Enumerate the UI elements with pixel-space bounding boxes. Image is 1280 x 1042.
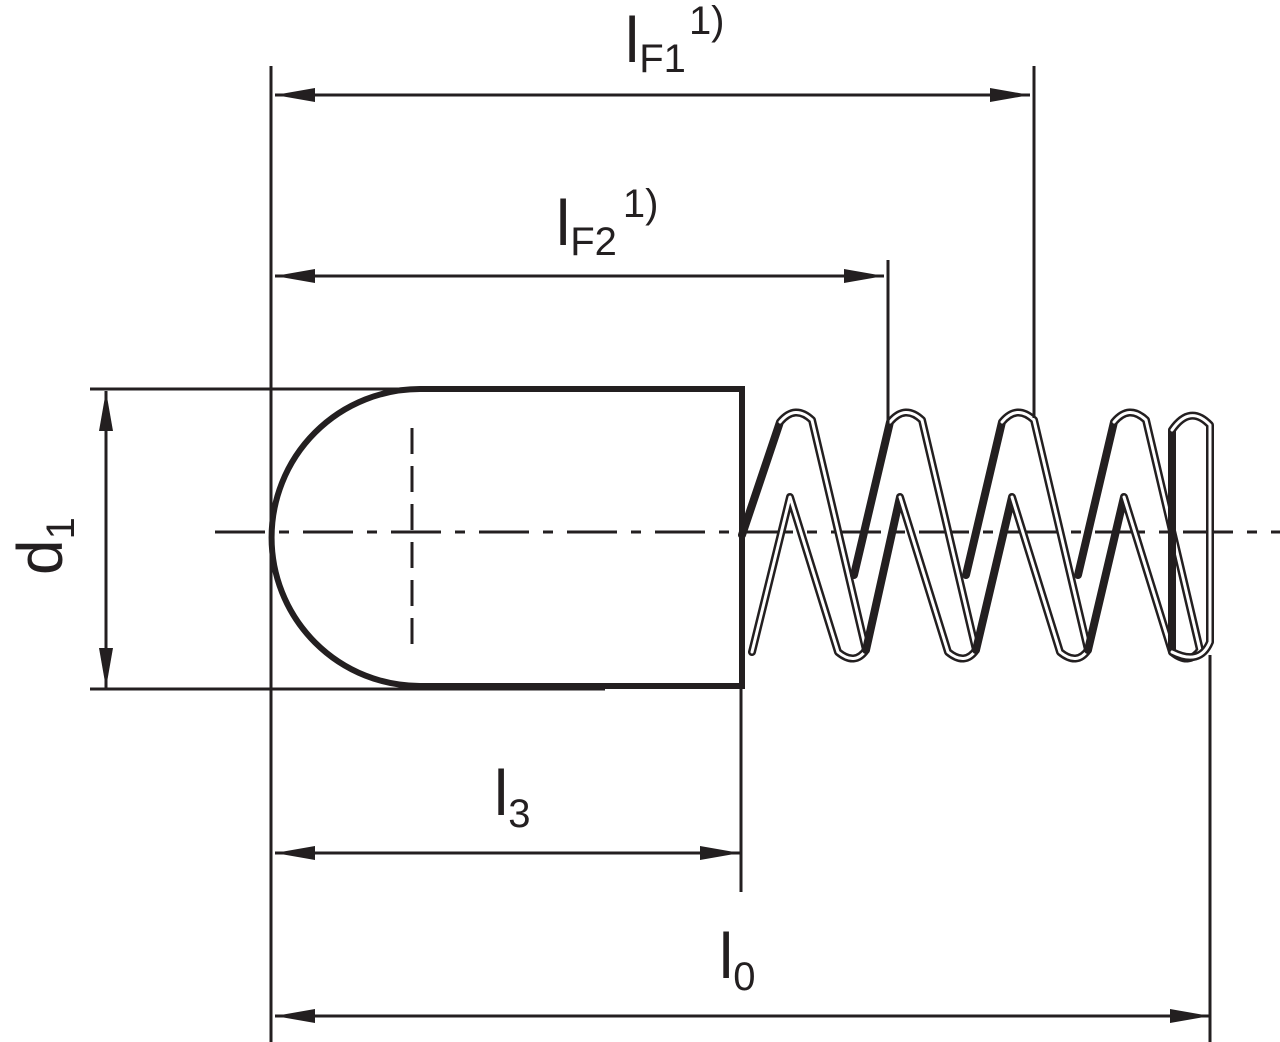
label-l0: l0 (719, 920, 755, 999)
spring (738, 408, 1214, 663)
label-d1: d1 (4, 517, 83, 575)
extension-lines (90, 66, 1212, 1042)
label-lf1: lF11) (625, 0, 725, 81)
plunger-body (268, 386, 745, 689)
label-l3: l3 (494, 757, 530, 836)
label-lf2: lF21) (556, 182, 658, 264)
